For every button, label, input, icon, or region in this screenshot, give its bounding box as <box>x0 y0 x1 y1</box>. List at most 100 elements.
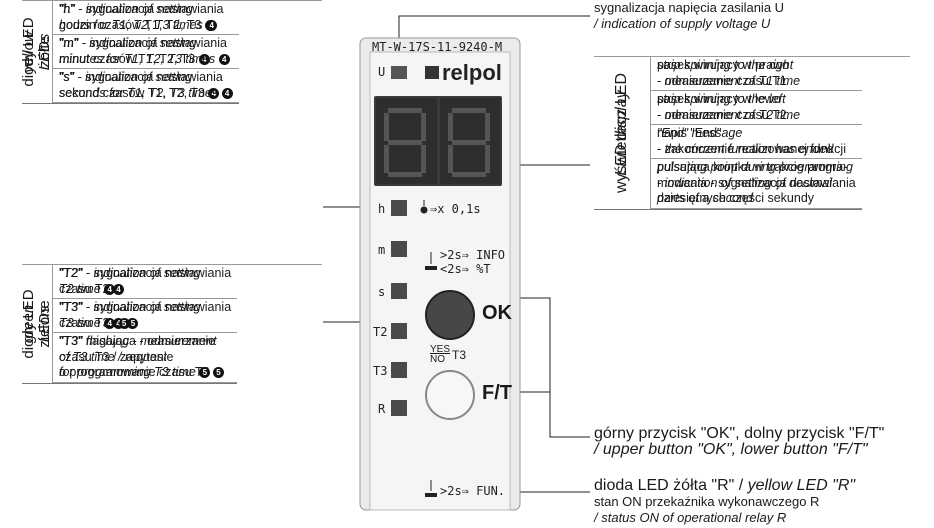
led-display-en-row: "End" message- the current function has … <box>651 125 859 159</box>
green-leds-en-row-text: T2 time 4 <box>59 282 217 298</box>
device-model: MT-W-17S-11-9240-M <box>372 40 503 54</box>
note-number-badge: 5 <box>213 367 225 379</box>
info-line1: >2s⇒ INFO <box>440 248 506 262</box>
relay-title-pl: dioda LED żółta "R" / <box>594 477 748 494</box>
ok-label: OK <box>482 302 512 324</box>
buttons-callout: górny przycisk "OK", dolny przycisk "F/T… <box>594 426 884 458</box>
yellow-leds-en-row-text: minutes for T1, T2, T3 times 4 <box>59 52 233 68</box>
led-display-en-row-text: pulsating point during programming <box>657 160 853 174</box>
led-s-label: s <box>378 285 386 299</box>
note-number-badge: 4 <box>112 317 124 329</box>
yellow-leds-en-row: "m" - indication of setting minutes for T… <box>53 35 239 69</box>
led-display-en-group: LED display strip spinning to the right-… <box>594 57 859 209</box>
led-display-en-row-text: parts of a second <box>657 191 753 205</box>
note-number-badge: 4 <box>218 53 230 65</box>
note-number-badge: 5 <box>118 317 130 329</box>
led-display-en-row: strip spinning to the left- measurement … <box>651 91 859 125</box>
green-leds-pl-row-text: czasu T3 4 5 <box>59 316 231 332</box>
yellow-leds-en-row: "s" - indication of setting seconds for T… <box>53 69 239 103</box>
note-number-badge: 4 <box>221 87 233 99</box>
yellow-leds-pl-row-text: "s" - sygnalizacja nastawiania <box>59 70 223 84</box>
led-display-pl-row-text: napis "End" <box>657 126 722 140</box>
led-display-pl-row-text: mowania - sygnalizacja nastawiania <box>657 175 856 190</box>
note-number-badge: 4 <box>104 317 116 329</box>
note-number-badge: 4 <box>104 283 116 295</box>
led-display-pl-row-text: pulsująca kropka w trakcie progra- <box>657 160 848 174</box>
yes-label: YES <box>430 344 451 355</box>
led-display-en-row-text: "End" message <box>657 126 743 140</box>
green-leds-pl-row-text: "T3" - sygnalizacja nastawiania <box>59 300 232 314</box>
dot-indicator-label: ⇒x 0,1s <box>430 202 481 216</box>
green-leds-en-row: "T3" - indication of setting T3 time 4 5 <box>53 299 223 333</box>
led-display-en-rows: strip spinning to the right- measurement… <box>650 57 859 209</box>
relpol-logo-icon <box>425 66 439 79</box>
led-display-en-row: pulsating point during programming- indi… <box>651 159 859 209</box>
yellow-leds-en-row-text: hours for T1, T2, T3 times 4 <box>59 18 233 34</box>
led-s <box>391 283 407 299</box>
led-h-label: h <box>378 202 386 216</box>
yellow-leds-pl-row-text: sekund czasów T1, T2, T3 4 <box>59 86 227 102</box>
yellow-leds-pl-row-text: "m" - sygnalizacja nastawiania <box>59 36 227 50</box>
supply-en: / indication of supply voltage U <box>594 16 771 31</box>
led-display-table: wyświetlacz LED pasek wirujący w prawo- … <box>594 56 910 210</box>
buttons-en: / upper button "OK", lower button "F/T" <box>594 441 868 458</box>
green-leds-pl-row-text: o programowanie czasu T3 5 <box>59 365 231 381</box>
green-leds-pl-row-text: czasu T3 / zapytanie <box>59 349 174 364</box>
led-display-pl-row: pulsująca kropka w trakcie progra-mowani… <box>651 159 862 209</box>
note-number-badge: 4 <box>198 53 210 65</box>
led-m-label: m <box>378 243 386 257</box>
green-leds-pl-row-text: czasu T2 4 <box>59 282 231 298</box>
led-display-en-row: strip spinning to the right- measurement… <box>651 57 859 91</box>
led-t3-label: T3 <box>373 364 388 378</box>
fun-label: >2s⇒ FUN. <box>440 484 506 498</box>
led-display-en-row-text: strip spinning to the left <box>657 92 786 106</box>
info-line2: <2s⇒ %T <box>440 262 491 276</box>
yellow-leds-en-row-text: "s" - indication of setting <box>59 70 193 84</box>
buttons-pl: górny przycisk "OK", dolny przycisk "F/T… <box>594 425 885 442</box>
yellow-leds-en-rows: "h" - indication of setting hours for T1,… <box>52 1 239 103</box>
relay-en: / status ON of operational relay R <box>594 510 787 525</box>
note-number-badge: 4 <box>112 283 124 295</box>
yellow-leds-en-row: "h" - indication of setting hours for T1,… <box>53 1 239 35</box>
note-number-badge: 5 <box>127 317 139 329</box>
note-number-badge: 4 <box>206 19 218 31</box>
led-display-en-row-text: - measurement of T1 time <box>657 73 801 88</box>
relay-title: dioda LED żółta "R" / yellow LED "R" <box>594 477 855 494</box>
led-u <box>391 66 407 79</box>
led-display-pl-row-text: dziesiętnych części sekundy <box>657 191 815 205</box>
green-leds-en-row-text: "T2" - indication of setting <box>59 266 201 280</box>
led-m <box>391 241 407 257</box>
yellow-leds-en-row-text: "m" - indication of setting <box>59 36 197 50</box>
led-h <box>391 200 407 216</box>
led-r <box>391 400 407 416</box>
led-display-pl-row-text: pasek wirujący w lewo <box>657 92 781 106</box>
led-r-label: R <box>378 402 386 416</box>
relay-pl: stan ON przekaźnika wykonawczego R <box>594 494 820 509</box>
led-display-en-row-text: strip spinning to the right <box>657 58 794 72</box>
yellow-leds-en-row-text: seconds for T1, T2, T3 times 4 <box>59 86 233 102</box>
green-leds-en-row-text: T3 time 4 5 <box>59 316 217 332</box>
led-t3 <box>391 362 407 378</box>
info-key-icon <box>425 266 437 270</box>
dot-indicator-icon <box>420 206 428 214</box>
green-leds-en-row-text: for programming T3 time 5 <box>59 365 217 381</box>
relay-title-en: yellow LED "R" <box>747 477 856 494</box>
green-leds-en-row-text: "T3" - indication of setting <box>59 300 201 314</box>
yellow-leds-en-row-text: "h" - indication of setting <box>59 2 193 16</box>
t3-prompt-label: T3 <box>452 348 467 362</box>
no-label: NO <box>430 354 445 365</box>
green-leds-pl-row-text: "T3" migająca - odmierzanie <box>59 334 216 348</box>
green-leds-pl-row-text: "T2" - sygnalizacja nastawiania <box>59 266 232 280</box>
led-display-en-row-text: - indication of setting of decimal <box>657 175 833 190</box>
note-number-badge: 5 <box>199 367 211 379</box>
led-display-pl-row-text: - odmierzanie czasu T2 <box>657 107 787 122</box>
led-t2 <box>391 323 407 339</box>
yellow-leds-table: diody LED żółte "h" - sygnalizacja nasta… <box>20 0 322 104</box>
digit-right <box>448 108 490 177</box>
green-leds-en-row-text: of T3 time / request <box>59 349 167 364</box>
led-u-label: U <box>378 65 386 79</box>
green-leds-en-row: "T2" - indication of setting T2 time 4 <box>53 265 223 299</box>
